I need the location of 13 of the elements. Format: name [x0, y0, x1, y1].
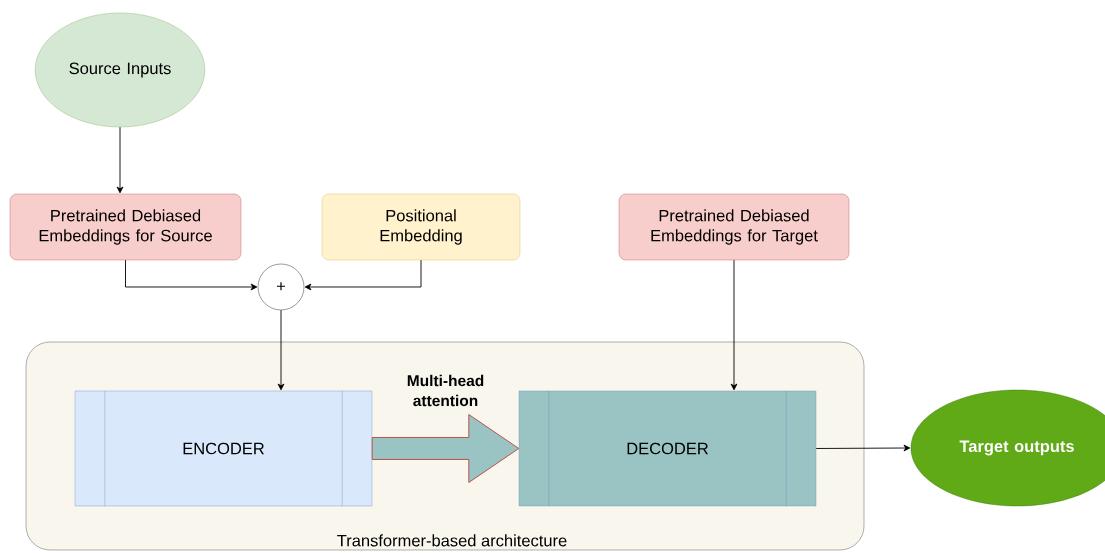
- embedding-box: Pretrained Debiased Embeddings for Source: [9, 193, 242, 261]
- arrow: [116, 126, 124, 194]
- embedding-box: Positional Embedding: [321, 193, 521, 261]
- arrow: [815, 444, 911, 452]
- arrow: [730, 259, 738, 391]
- embedding-box: Pretrained Debiased Embeddings for Target: [618, 193, 850, 261]
- arrow: [125, 259, 258, 291]
- decoder-box: DECODER: [518, 390, 817, 507]
- arrow: [277, 309, 285, 391]
- block-arrow: [371, 414, 520, 483]
- edge-label: Multi-head attention: [407, 374, 484, 407]
- encoder-box: ENCODER: [74, 390, 373, 507]
- arrow: [304, 259, 422, 291]
